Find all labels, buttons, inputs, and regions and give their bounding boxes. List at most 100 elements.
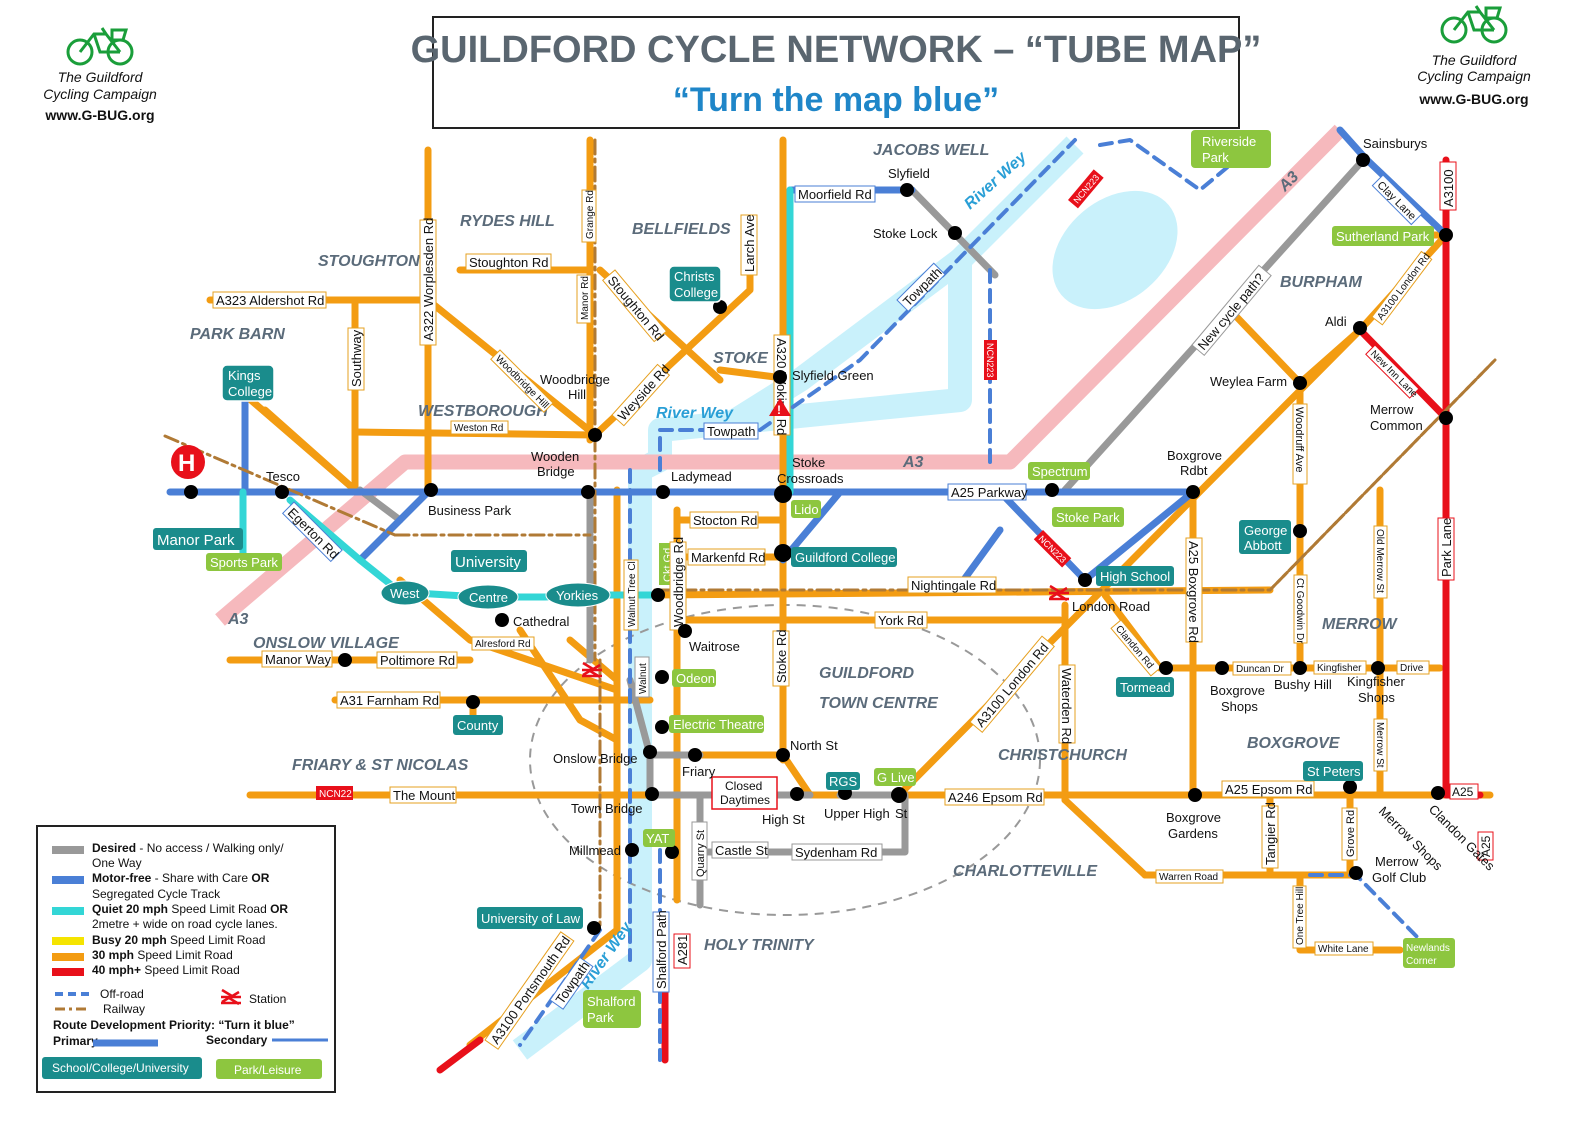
road-a25-vertical: A25 bbox=[1479, 835, 1493, 857]
road-poltimore: Poltimore Rd bbox=[380, 653, 455, 668]
road-grove: Grove Rd bbox=[1345, 810, 1357, 857]
place-merrow-golf-1: Merrow bbox=[1375, 854, 1419, 869]
place-aldi: Aldi bbox=[1325, 314, 1347, 329]
place-friary: Friary bbox=[682, 764, 716, 779]
place-merrow-common-1: Merrow bbox=[1370, 402, 1414, 417]
place-labels: Slyfield Stoke Lock Sainsburys Aldi Weyl… bbox=[266, 136, 1498, 885]
place-cathedral: Cathedral bbox=[513, 614, 569, 629]
school-kings-2: College bbox=[228, 384, 272, 399]
road-one-tree: One Tree Hill bbox=[1295, 887, 1306, 945]
park-sports-park: Sports Park bbox=[210, 555, 278, 570]
closed-daytimes-2: Daytimes bbox=[720, 793, 770, 807]
area-westborough: WESTBOROUGH bbox=[418, 403, 548, 420]
area-boxgrove: BOXGROVE bbox=[1247, 735, 1341, 752]
road-new-inn: New Inn Lane bbox=[1368, 349, 1420, 401]
place-woodbridge-hill-2: Hill bbox=[568, 387, 586, 402]
legend-quiet-bold: Quiet 20 mph bbox=[92, 902, 168, 916]
park-yat: YAT bbox=[646, 831, 669, 846]
legend-busy: Speed Limit Road bbox=[167, 933, 266, 947]
road-the-mount: The Mount bbox=[393, 788, 456, 803]
school-tormead: Tormead bbox=[1120, 680, 1171, 695]
school-george-abbott-1: George bbox=[1244, 523, 1287, 538]
road-a246: A246 Epsom Rd bbox=[948, 790, 1043, 805]
place-merrow-golf-2: Golf Club bbox=[1372, 870, 1426, 885]
road-stoughton-2: Stoughton Rd bbox=[605, 273, 668, 344]
school-christs-1: Christs bbox=[674, 269, 715, 284]
school-guildford-college: Guildford College bbox=[795, 550, 895, 565]
road-stocton: Stocton Rd bbox=[693, 513, 757, 528]
place-town-bridge: Town Bridge bbox=[571, 801, 643, 816]
road-kingfisher: Kingfisher bbox=[1317, 663, 1362, 674]
logo-left: The Guildford Cycling Campaign www.G-BUG… bbox=[43, 27, 157, 123]
road-towpath-2: Towpath bbox=[707, 424, 755, 439]
school-rgs: RGS bbox=[829, 774, 858, 789]
road-nightingale: Nightingale Rd bbox=[911, 578, 996, 593]
legend-station: Station bbox=[249, 992, 286, 1006]
park-shalford-2: Park bbox=[587, 1010, 614, 1025]
svg-text:!: ! bbox=[777, 403, 781, 417]
road-merrow-st: Merrow St bbox=[1374, 722, 1385, 768]
park-shalford-1: Shalford bbox=[587, 994, 635, 1009]
park-g-live: G Live bbox=[877, 770, 915, 785]
road-moorfield: Moorfield Rd bbox=[798, 187, 872, 202]
area-stoughton: STOUGHTON bbox=[318, 253, 420, 270]
logo-line-2: Cycling Campaign bbox=[43, 86, 157, 102]
legend-30mph: Speed Limit Road bbox=[134, 948, 233, 962]
road-larch: Larch Ave bbox=[742, 214, 757, 272]
place-sainsburys: Sainsburys bbox=[1363, 136, 1428, 151]
legend-secondary: Secondary bbox=[206, 1033, 268, 1047]
a3-label-2: A3 bbox=[227, 611, 249, 628]
rail-station-icon bbox=[221, 988, 241, 1006]
place-millmead: Millmead bbox=[569, 843, 621, 858]
logo-line-1: The Guildford bbox=[1432, 52, 1518, 68]
school-university: University bbox=[455, 554, 521, 571]
road-quarry: Quarry St bbox=[695, 830, 707, 877]
svg-text:H: H bbox=[178, 450, 195, 477]
road-shalford-path: Shalford Path bbox=[654, 910, 669, 989]
area-jacobs-well: JACOBS WELL bbox=[873, 142, 989, 159]
park-lido: Lido bbox=[794, 502, 819, 517]
svg-text:Busy 20 mph Speed Limit Road: Busy 20 mph Speed Limit Road bbox=[92, 933, 265, 947]
area-town-centre: TOWN CENTRE bbox=[819, 695, 939, 712]
legend-or-1: OR bbox=[251, 871, 269, 885]
legend: Desired - No access / Walking only/ One … bbox=[36, 825, 336, 1093]
place-onslow-bridge: Onslow Bridge bbox=[553, 751, 638, 766]
legend-40mph-bold: 40 mph+ bbox=[92, 963, 141, 977]
school-centre: Centre bbox=[469, 590, 508, 605]
place-tesco: Tesco bbox=[266, 469, 300, 484]
road-manor-way: Manor Way bbox=[265, 652, 331, 667]
place-weylea: Weylea Farm bbox=[1210, 374, 1287, 389]
place-high-st: High St bbox=[762, 812, 805, 827]
road-tangier: Tangier Rd bbox=[1263, 802, 1278, 865]
legend-motorfree-bold: Motor-free bbox=[92, 871, 152, 885]
place-slyfield: Slyfield bbox=[888, 166, 930, 181]
road-southway: Southway bbox=[349, 329, 364, 387]
area-park-barn: PARK BARN bbox=[190, 326, 285, 343]
place-boxgrove-shops-1: Boxgrove bbox=[1210, 683, 1265, 698]
legend-40mph: Speed Limit Road bbox=[141, 963, 240, 977]
place-boxgrove-gardens-2: Gardens bbox=[1168, 826, 1218, 841]
svg-text:Desired - No access / Walking: Desired - No access / Walking only/ bbox=[92, 841, 284, 855]
school-high-school: High School bbox=[1100, 569, 1170, 584]
logo-url: www.G-BUG.org bbox=[44, 107, 154, 123]
legend-priority: Route Development Priority: “Turn it blu… bbox=[53, 1018, 295, 1032]
road-waterden: Waterden Rd bbox=[1059, 668, 1074, 744]
svg-text:Quiet 20 mph Speed Limit Road: Quiet 20 mph Speed Limit Road OR bbox=[92, 902, 288, 916]
school-county: County bbox=[457, 718, 499, 733]
road-manor: Manor Rd bbox=[580, 276, 591, 320]
school-st-peters: St Peters bbox=[1307, 764, 1361, 779]
parks: Riverside Park Sutherland Park Sports Pa… bbox=[206, 130, 1455, 1028]
area-charlotteville: CHARLOTTEVILLE bbox=[953, 863, 1098, 880]
area-friary: FRIARY & ST NICOLAS bbox=[292, 757, 469, 774]
legend-desired-2: One Way bbox=[92, 856, 142, 870]
road-walnut: Walnut bbox=[638, 663, 649, 694]
legend-30mph-bold: 30 mph bbox=[92, 948, 134, 962]
road-a3100-london-2: A3100 London Rd bbox=[1375, 251, 1432, 322]
park-newlands-1: Newlands bbox=[1406, 943, 1450, 954]
special-icons: H ! bbox=[171, 398, 1069, 679]
svg-text:30 mph Speed Limit Road: 30 mph Speed Limit Road bbox=[92, 948, 233, 962]
road-a281: A281 bbox=[675, 935, 690, 965]
place-upper-high-st-1: Upper High bbox=[824, 806, 890, 821]
place-boxgrove-rdbt-1: Boxgrove bbox=[1167, 448, 1222, 463]
school-george-abbott-2: Abbott bbox=[1244, 538, 1282, 553]
